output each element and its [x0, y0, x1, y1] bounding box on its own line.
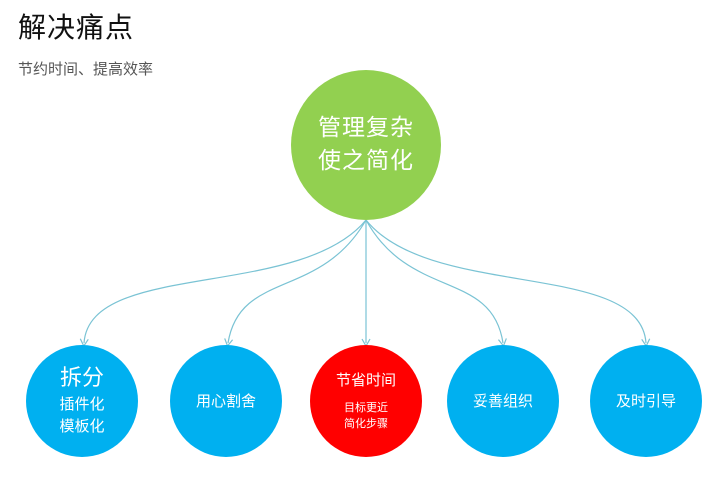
node-save-time-main: 节省时间: [335, 371, 396, 389]
node-split-line-1: 插件化: [59, 395, 105, 413]
center-line-1: 管理复杂: [318, 115, 414, 141]
connector-to-split: [79, 219, 367, 348]
node-save-time: 节省时间 目标更近 简化步骤: [310, 345, 422, 457]
center-line-2: 使之简化: [318, 148, 414, 174]
connector-to-careful: [224, 219, 367, 348]
node-guide: 及时引导: [590, 345, 702, 457]
page-title: 解决痛点: [18, 11, 135, 44]
connector-to-guide: [365, 219, 651, 348]
page-subtitle: 节约时间、提高效率: [18, 60, 154, 78]
node-save-time-line-2: 简化步骤: [344, 417, 388, 430]
node-organize: 妥善组织: [447, 345, 559, 457]
node-split-main: 拆分: [59, 366, 104, 391]
connector-to-organize: [365, 219, 507, 348]
center-node: 管理复杂 使之简化: [291, 70, 441, 220]
node-careful-main: 用心割舍: [195, 392, 256, 410]
node-save-time-line-1: 目标更近: [344, 401, 388, 414]
node-split-line-2: 模板化: [59, 417, 105, 435]
node-careful: 用心割舍: [170, 345, 282, 457]
node-organize-main: 妥善组织: [472, 392, 533, 410]
node-guide-main: 及时引导: [615, 392, 676, 410]
node-split: 拆分 插件化 模板化: [26, 345, 138, 457]
